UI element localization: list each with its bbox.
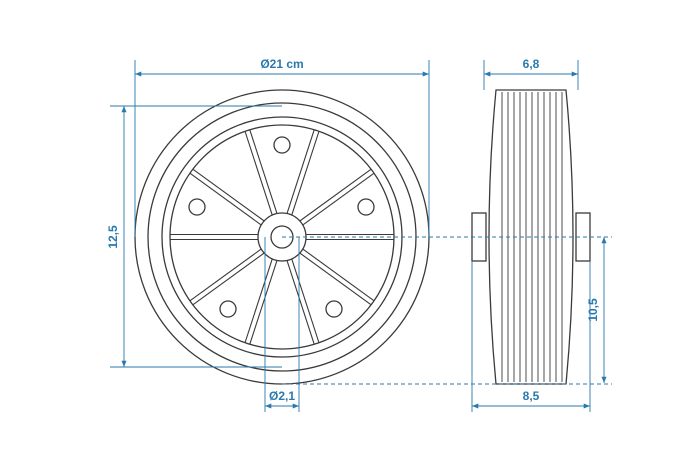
wheel-diameter-label: Ø21 cm [260, 57, 303, 71]
reference-lines [282, 236, 612, 385]
spokes [170, 129, 394, 345]
axle-height-label: 10,5 [586, 298, 600, 322]
bore-diameter-label: Ø2,1 [269, 389, 295, 403]
hub-height-label: 12,5 [106, 225, 120, 249]
rim-hole [273, 136, 291, 154]
tread-width-label: 6,8 [523, 57, 540, 71]
rim-hole [188, 198, 206, 216]
hub-width-label: 8,5 [523, 389, 540, 403]
rim-hole [325, 300, 343, 318]
dimension-lines [110, 60, 607, 412]
rim-hole [219, 300, 237, 318]
rim-hole [357, 198, 375, 216]
rim-holes [188, 136, 375, 318]
tread-grooves [501, 92, 563, 382]
